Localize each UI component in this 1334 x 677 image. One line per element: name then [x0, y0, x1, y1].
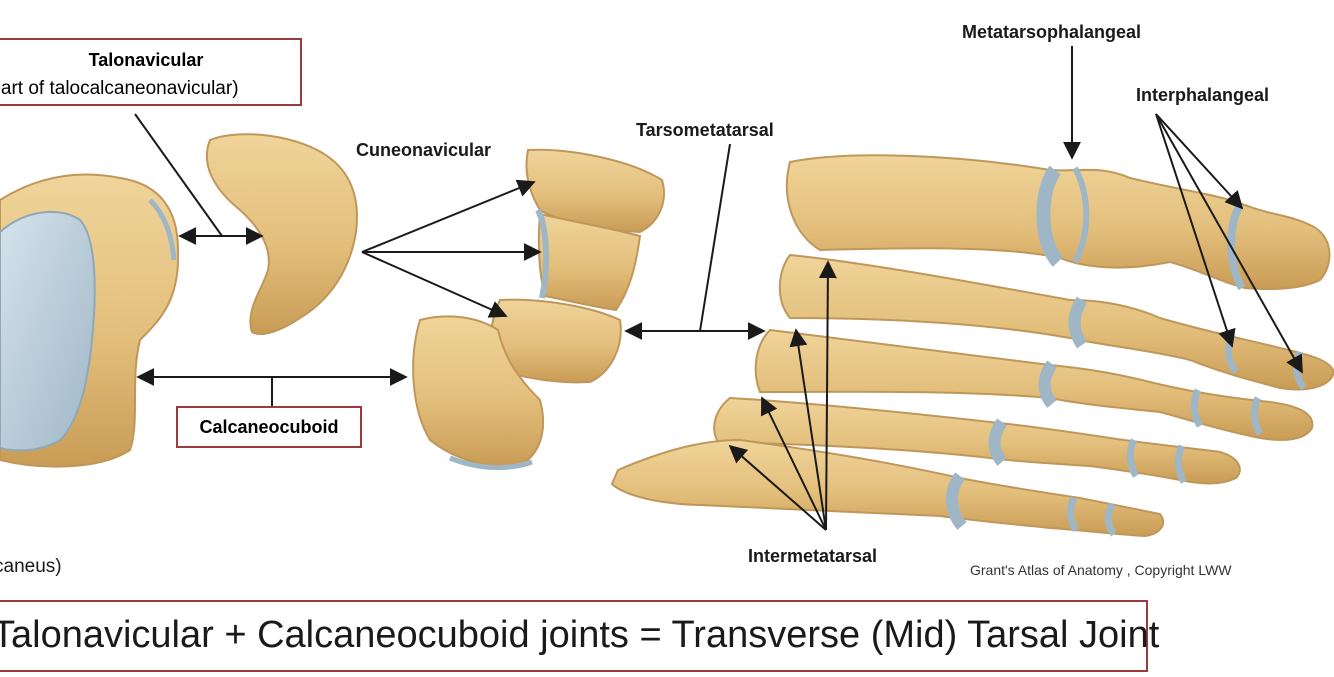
- caption-box: Talonavicular + Calcaneocuboid joints = …: [0, 600, 1159, 672]
- talonavicular-label-box: Talonavicular (part of talocalcaneonavic…: [0, 38, 302, 106]
- joint-arrows: [134, 46, 1303, 531]
- caption-text: Talonavicular + Calcaneocuboid joints = …: [0, 614, 1160, 656]
- interphalangeal-label: Interphalangeal: [1136, 85, 1270, 105]
- calcaneocuboid-label-box: Calcaneocuboid: [176, 406, 362, 448]
- tarsometatarsal-label: Tarsometatarsal: [636, 120, 774, 140]
- cuneonavicular-label: Cuneonavicular: [356, 140, 492, 160]
- intermetatarsal-label: Intermetatarsal: [748, 546, 878, 566]
- copyright-credit: Grant's Atlas of Anatomy , Copyright LWW: [970, 562, 1232, 578]
- cuboid-bone: [412, 298, 622, 471]
- calcaneocuboid-label: Calcaneocuboid: [199, 417, 339, 437]
- calcaneus-label-fragment: caneus): [0, 556, 62, 577]
- metatarsal-phalangeal-bones: [610, 154, 1334, 538]
- talonavicular-sub-label: (part of talocalcaneonavicular): [0, 78, 239, 99]
- talonavicular-label: Talonavicular: [88, 50, 204, 70]
- metatarsophalangeal-label: Metatarsophalangeal: [962, 22, 1142, 42]
- navicular-bone: [205, 133, 358, 336]
- cuneiform-bones: [525, 148, 665, 312]
- talus-calcaneus-bone: [0, 173, 180, 468]
